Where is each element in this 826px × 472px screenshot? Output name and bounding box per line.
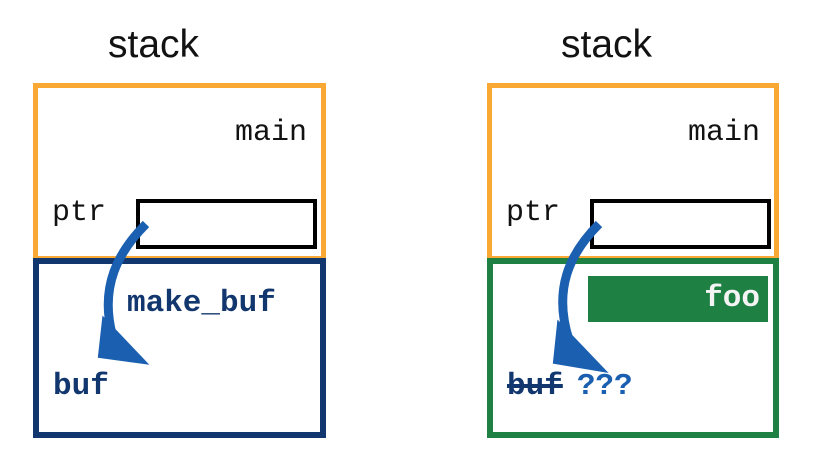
buf-label-group-right: buf??? <box>507 369 633 405</box>
ptr-label-left: ptr <box>52 196 107 230</box>
callee-function-label-left: make_buf <box>127 286 276 321</box>
foo-badge-label: foo <box>704 281 760 316</box>
unknown-value-marker: ??? <box>576 369 633 404</box>
ptr-label-right: ptr <box>506 196 561 230</box>
panel-after-return: stack main ptr foo buf??? <box>413 0 826 472</box>
ptr-value-box-left <box>136 199 317 249</box>
panel-before-return: stack main ptr make_buf buf <box>33 23 326 438</box>
buf-variable-label-right: buf <box>507 369 563 404</box>
buf-label-group-left: buf <box>53 369 109 405</box>
stack-title-right: stack <box>560 23 653 66</box>
stack-title-left: stack <box>107 23 200 66</box>
foo-overwrite-badge: foo <box>588 276 768 322</box>
callee-frame-left: make_buf buf <box>33 258 326 438</box>
main-frame-label-right: main <box>687 116 760 150</box>
main-frame-left: main ptr <box>33 83 326 261</box>
buf-variable-label-left: buf <box>53 369 109 404</box>
main-frame-right: main ptr <box>487 83 779 261</box>
ptr-value-box-right <box>590 199 771 249</box>
callee-frame-right: foo buf??? <box>487 258 779 438</box>
main-frame-label-left: main <box>234 116 307 150</box>
